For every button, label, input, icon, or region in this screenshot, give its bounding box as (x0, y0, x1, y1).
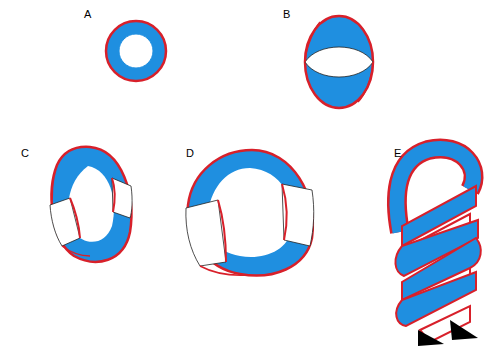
ring-figure (106, 21, 166, 81)
figure-letter: B (283, 9, 290, 20)
figure-letter: E (394, 148, 401, 159)
twisted-band-figure (50, 147, 132, 262)
figure-letter: A (84, 9, 91, 20)
helix-figure (395, 149, 480, 346)
twisted-band-figure (186, 150, 314, 276)
figure-letter: D (186, 148, 194, 159)
flattened-ring-figure (305, 16, 373, 108)
figure-letter: C (21, 148, 29, 159)
